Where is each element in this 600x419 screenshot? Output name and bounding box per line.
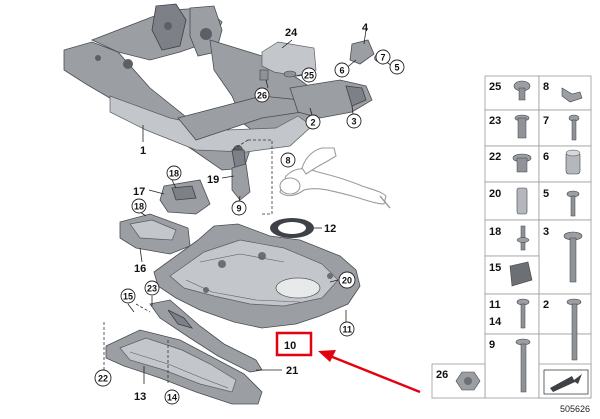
callout-20: 20 bbox=[342, 276, 352, 286]
callout-12: 12 bbox=[324, 223, 336, 235]
panel-label-11: 11 bbox=[489, 299, 501, 311]
nut-22-icon bbox=[512, 153, 532, 173]
panel-label-6: 6 bbox=[543, 151, 549, 163]
bolt-9-icon bbox=[515, 338, 531, 393]
callout-14: 14 bbox=[167, 393, 177, 403]
navigation-arrow-icon bbox=[543, 369, 589, 395]
leader-lines bbox=[127, 29, 367, 384]
callout-17: 17 bbox=[133, 186, 145, 198]
callout-3: 3 bbox=[352, 117, 357, 127]
callout-7: 7 bbox=[381, 53, 386, 63]
panel-label-25: 25 bbox=[489, 81, 501, 93]
nut-23-icon bbox=[514, 114, 530, 139]
bolt-2-icon bbox=[566, 298, 582, 361]
underbody-shield bbox=[153, 223, 361, 329]
panel-label-23: 23 bbox=[489, 115, 501, 127]
callout-23: 23 bbox=[147, 284, 157, 294]
bracket-15-icon bbox=[509, 261, 533, 287]
panel-label-9: 9 bbox=[489, 339, 495, 351]
spacer-20-icon bbox=[516, 187, 528, 215]
screw-25-icon bbox=[513, 80, 531, 101]
callout-6: 6 bbox=[340, 66, 345, 76]
panel-label-5: 5 bbox=[543, 188, 549, 200]
part-19-bracket bbox=[231, 163, 251, 201]
callout-18a: 18 bbox=[169, 169, 179, 179]
callout-11: 11 bbox=[343, 325, 353, 335]
highlight-arrow bbox=[318, 350, 421, 394]
panel-label-3: 3 bbox=[543, 226, 549, 238]
highlight-box-10 bbox=[275, 331, 313, 357]
panel-label-7: 7 bbox=[543, 115, 549, 127]
control-arm-outline bbox=[279, 147, 391, 209]
panel-label-22: 22 bbox=[489, 151, 501, 163]
callout-21: 21 bbox=[286, 365, 298, 377]
panel-label-15: 15 bbox=[489, 262, 501, 274]
bolt-7-icon bbox=[568, 114, 580, 141]
part-25-bolt bbox=[283, 70, 297, 78]
sleeve-6-icon bbox=[565, 149, 581, 175]
callout-2: 2 bbox=[311, 118, 316, 128]
part-13-lower-shield bbox=[105, 329, 263, 405]
callout-1: 1 bbox=[140, 145, 146, 157]
part-17-block bbox=[159, 179, 211, 215]
callout-4: 4 bbox=[362, 22, 369, 34]
callout-8: 8 bbox=[286, 156, 291, 166]
callout-9: 9 bbox=[237, 204, 242, 214]
bolt-5-icon bbox=[566, 190, 580, 217]
panel-label-8: 8 bbox=[543, 81, 549, 93]
parts-panel: 25 8 23 7 22 6 20 5 18 3 4 15 11 14 2 9 … bbox=[431, 75, 592, 399]
callout-18b: 18 bbox=[134, 202, 144, 212]
nut-26-icon bbox=[455, 371, 481, 391]
reference-number: 505626 bbox=[560, 404, 590, 414]
clip-8-icon bbox=[561, 87, 583, 103]
callout-25: 25 bbox=[304, 71, 314, 81]
callout-24: 24 bbox=[285, 27, 298, 39]
callout-15: 15 bbox=[123, 292, 133, 302]
callout-26: 26 bbox=[257, 91, 267, 101]
callout-16: 16 bbox=[134, 263, 146, 275]
callout-19: 19 bbox=[207, 174, 219, 186]
callout-5: 5 bbox=[395, 63, 400, 73]
callout-13: 13 bbox=[134, 391, 146, 403]
part-16-panel bbox=[119, 213, 191, 255]
panel-label-26: 26 bbox=[436, 369, 448, 381]
part-12-seal bbox=[270, 218, 314, 238]
panel-label-2: 2 bbox=[543, 299, 549, 311]
part-26-bolt bbox=[259, 69, 269, 81]
panel-label-20: 20 bbox=[489, 188, 501, 200]
bolt-11-icon bbox=[516, 298, 530, 329]
panel-label-14: 14 bbox=[489, 316, 502, 328]
callout-10: 10 bbox=[284, 340, 296, 352]
stud-18-icon bbox=[516, 225, 530, 251]
panel-label-18: 18 bbox=[489, 226, 501, 238]
callouts: 1 24 26 25 6 4 7 5 2 3 8 18 17 19 9 18 1… bbox=[94, 22, 405, 405]
callout-22: 22 bbox=[98, 374, 108, 384]
bolt-3-icon bbox=[563, 231, 583, 283]
